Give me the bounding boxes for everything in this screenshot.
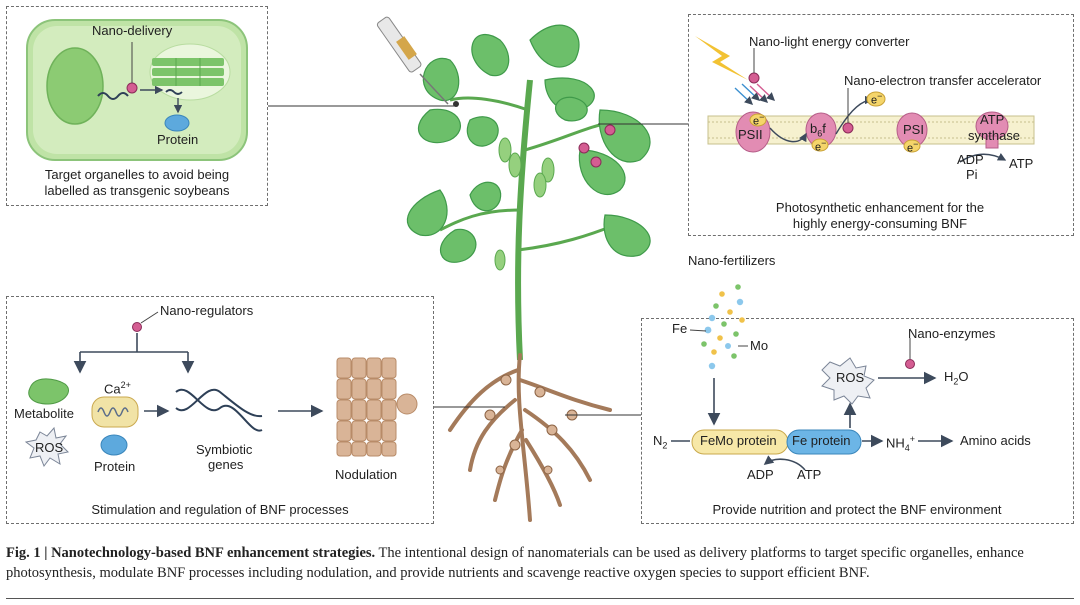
label-atp-synthase-2: synthase — [968, 128, 1021, 143]
panel-nutrition — [641, 318, 1074, 524]
label-nano-delivery: Nano-delivery — [92, 23, 173, 38]
label-nano-light-converter: Nano-light energy converter — [749, 34, 910, 49]
label-h2o: H2O — [944, 369, 969, 387]
label-femo-protein: FeMo protein — [700, 433, 777, 448]
caption-regulation: Stimulation and regulation of BNF proces… — [91, 502, 349, 517]
panel-target-organelles — [6, 6, 268, 206]
label-nh4: NH4+ — [886, 434, 916, 453]
label-electron-3: e− — [871, 91, 883, 107]
figure-caption-text: The intentional design of nanomaterials … — [6, 545, 1024, 581]
panel-regulation — [6, 296, 434, 524]
label-nano-electron-accelerator: Nano-electron transfer accelerator — [844, 73, 1042, 88]
label-electron-2: e− — [815, 138, 827, 154]
caption-photo-2: highly energy-consuming BNF — [792, 216, 968, 231]
calcium-channel-icon — [91, 396, 139, 428]
label-atp-synthase-1: ATP — [980, 112, 1005, 127]
plant-cell — [26, 19, 248, 161]
label-n2: N2 — [653, 433, 668, 451]
figure-caption: Fig. 1 | Nanotechnology-based BNF enhanc… — [6, 543, 1074, 583]
label-electron-4: e− — [907, 139, 919, 155]
label-electron-1: e− — [753, 112, 765, 128]
label-nano-fertilizers: Nano-fertilizers — [688, 253, 776, 268]
thylakoid-membrane — [695, 36, 1035, 163]
caption-target-2: labelled as transgenic soybeans — [44, 183, 230, 198]
syringe-icon — [376, 16, 449, 105]
label-atp-nut: ATP — [797, 467, 822, 482]
label-psii: PSII — [738, 127, 763, 142]
label-psi: PSI — [903, 122, 924, 137]
label-fe-protein: Fe protein — [792, 433, 851, 448]
panel-photosynthesis — [688, 14, 1074, 236]
caption-photo-1: Photosynthetic enhancement for the — [775, 200, 985, 215]
label-nano-regulators: Nano-regulators — [160, 303, 254, 318]
label-metabolite: Metabolite — [14, 406, 74, 421]
protein-icon — [164, 114, 190, 132]
label-protein-reg: Protein — [94, 459, 136, 474]
diagram-artwork — [24, 16, 1035, 522]
dna-helix-icon — [175, 388, 263, 432]
label-ca: Ca2+ — [104, 380, 131, 397]
figure-caption-label: Fig. 1 | Nanotechnology-based BNF enhanc… — [6, 545, 376, 561]
label-nano-enzymes: Nano-enzymes — [908, 326, 996, 341]
regulation-diagram — [24, 311, 418, 468]
caption-target-1: Target organelles to avoid being — [44, 167, 230, 182]
nucleus-icon — [46, 47, 104, 125]
ros-burst-icon — [24, 426, 70, 468]
lightning-icon — [695, 36, 748, 80]
label-adp-nut: ADP — [747, 467, 774, 482]
label-fe: Fe — [672, 321, 688, 336]
label-nodulation: Nodulation — [335, 467, 398, 482]
label-pi: Pi — [966, 167, 978, 182]
label-amino-acids: Amino acids — [960, 433, 1031, 448]
soybean-plant — [376, 16, 651, 522]
chloroplast-icon — [152, 58, 224, 86]
label-adp: ADP — [957, 152, 984, 167]
protein-icon — [100, 434, 128, 456]
label-symbiotic-2: genes — [208, 457, 244, 472]
label-atp: ATP — [1009, 156, 1034, 171]
label-b6f: b6f — [810, 121, 826, 139]
nutrition-diagram — [671, 284, 954, 471]
dna-strand-icon — [97, 92, 129, 100]
nodule-cells-icon — [336, 357, 418, 457]
label-ros: ROS — [35, 440, 64, 455]
fe-protein-pill — [786, 429, 862, 455]
caption-bottom-rule — [6, 598, 1074, 599]
label-ros-nut: ROS — [836, 370, 865, 385]
label-symbiotic-1: Symbiotic — [196, 442, 253, 457]
label-mo: Mo — [750, 338, 769, 353]
ros-burst-icon — [821, 357, 875, 405]
label-protein: Protein — [157, 132, 199, 147]
metabolite-icon — [28, 378, 70, 405]
caption-nutrition: Provide nutrition and protect the BNF en… — [712, 502, 1002, 517]
